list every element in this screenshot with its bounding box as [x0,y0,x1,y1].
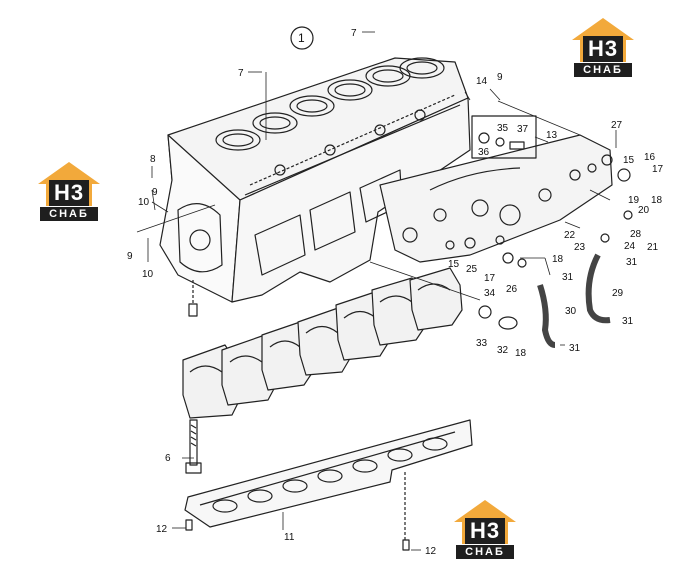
plug-17b [502,252,514,264]
callout-20: 20 [638,205,650,216]
callout-13: 13 [546,130,558,141]
brand-logo-text: СНАБ [456,545,514,559]
brand-logo-mark: Н3 [583,36,623,62]
callout-21: 21 [647,242,659,253]
callout-6: 6 [165,453,171,464]
fitting-21 [623,210,633,220]
callout-31: 31 [569,343,581,354]
callout-31: 31 [562,272,574,283]
brand-logo-mark: Н3 [49,180,89,206]
callout-15: 15 [448,259,460,270]
callout-33: 33 [476,338,488,349]
callout-9: 9 [497,72,503,83]
callout-29: 29 [612,288,624,299]
brand-logo: Н3 СНАБ [452,498,518,560]
callout-31: 31 [626,257,638,268]
callout-9: 9 [152,187,158,198]
flange-32 [498,316,518,330]
callout-10: 10 [138,197,150,208]
callout-12: 12 [425,546,437,557]
ladder-frame-gasket [184,419,473,528]
seal-34 [478,305,492,319]
callout-23: 23 [574,242,586,253]
callout-35: 35 [497,123,509,134]
callout-10: 10 [142,269,154,280]
brand-logo: Н3 СНАБ [570,16,636,78]
callout-30: 30 [565,306,577,317]
callout-16: 16 [644,152,656,163]
section-number-circle [290,26,314,50]
hose-30 [537,284,556,348]
plug-15 [601,154,613,166]
callout-34: 34 [484,288,496,299]
oil-cooler-housing [379,134,613,263]
main-bearing-caps [182,267,463,419]
callout-25: 25 [466,264,478,275]
callout-12: 12 [156,524,168,535]
callout-32: 32 [497,345,509,356]
fitting-24 [600,233,610,243]
callout-22: 22 [564,230,576,241]
callout-15: 15 [623,155,635,166]
callout-19: 19 [628,195,640,206]
callout-27: 27 [611,120,623,131]
brand-logo: Н3 СНАБ [36,160,102,222]
callout-24: 24 [624,241,636,252]
callout-36: 36 [478,147,490,158]
callout-28: 28 [630,229,642,240]
engine-block [159,57,471,303]
callout-9: 9 [127,251,133,262]
callout-8: 8 [150,154,156,165]
hose-29 [585,253,611,324]
callout-14: 14 [476,76,488,87]
callout-7: 7 [238,68,244,79]
callout-31: 31 [622,316,634,327]
bolt-12-left [185,519,193,531]
callout-18: 18 [552,254,564,265]
cap-16 [617,168,631,182]
callout-18: 18 [515,348,527,359]
callout-18: 18 [651,195,663,206]
brand-logo-text: СНАБ [574,63,632,77]
main-bearing-bolt [185,419,202,474]
callout-7: 7 [351,28,357,39]
callout-17: 17 [652,164,664,175]
sensor-26 [517,258,527,268]
callout-17: 17 [484,273,496,284]
callout-37: 37 [517,124,529,135]
dowel-pin [188,303,198,317]
callout-11: 11 [284,532,295,543]
section-number: 1 [298,31,305,45]
callout-26: 26 [506,284,518,295]
plug-15b [464,237,476,249]
bolt-12-right [402,539,410,551]
brand-logo-text: СНАБ [40,207,98,221]
brand-logo-mark: Н3 [465,518,505,544]
